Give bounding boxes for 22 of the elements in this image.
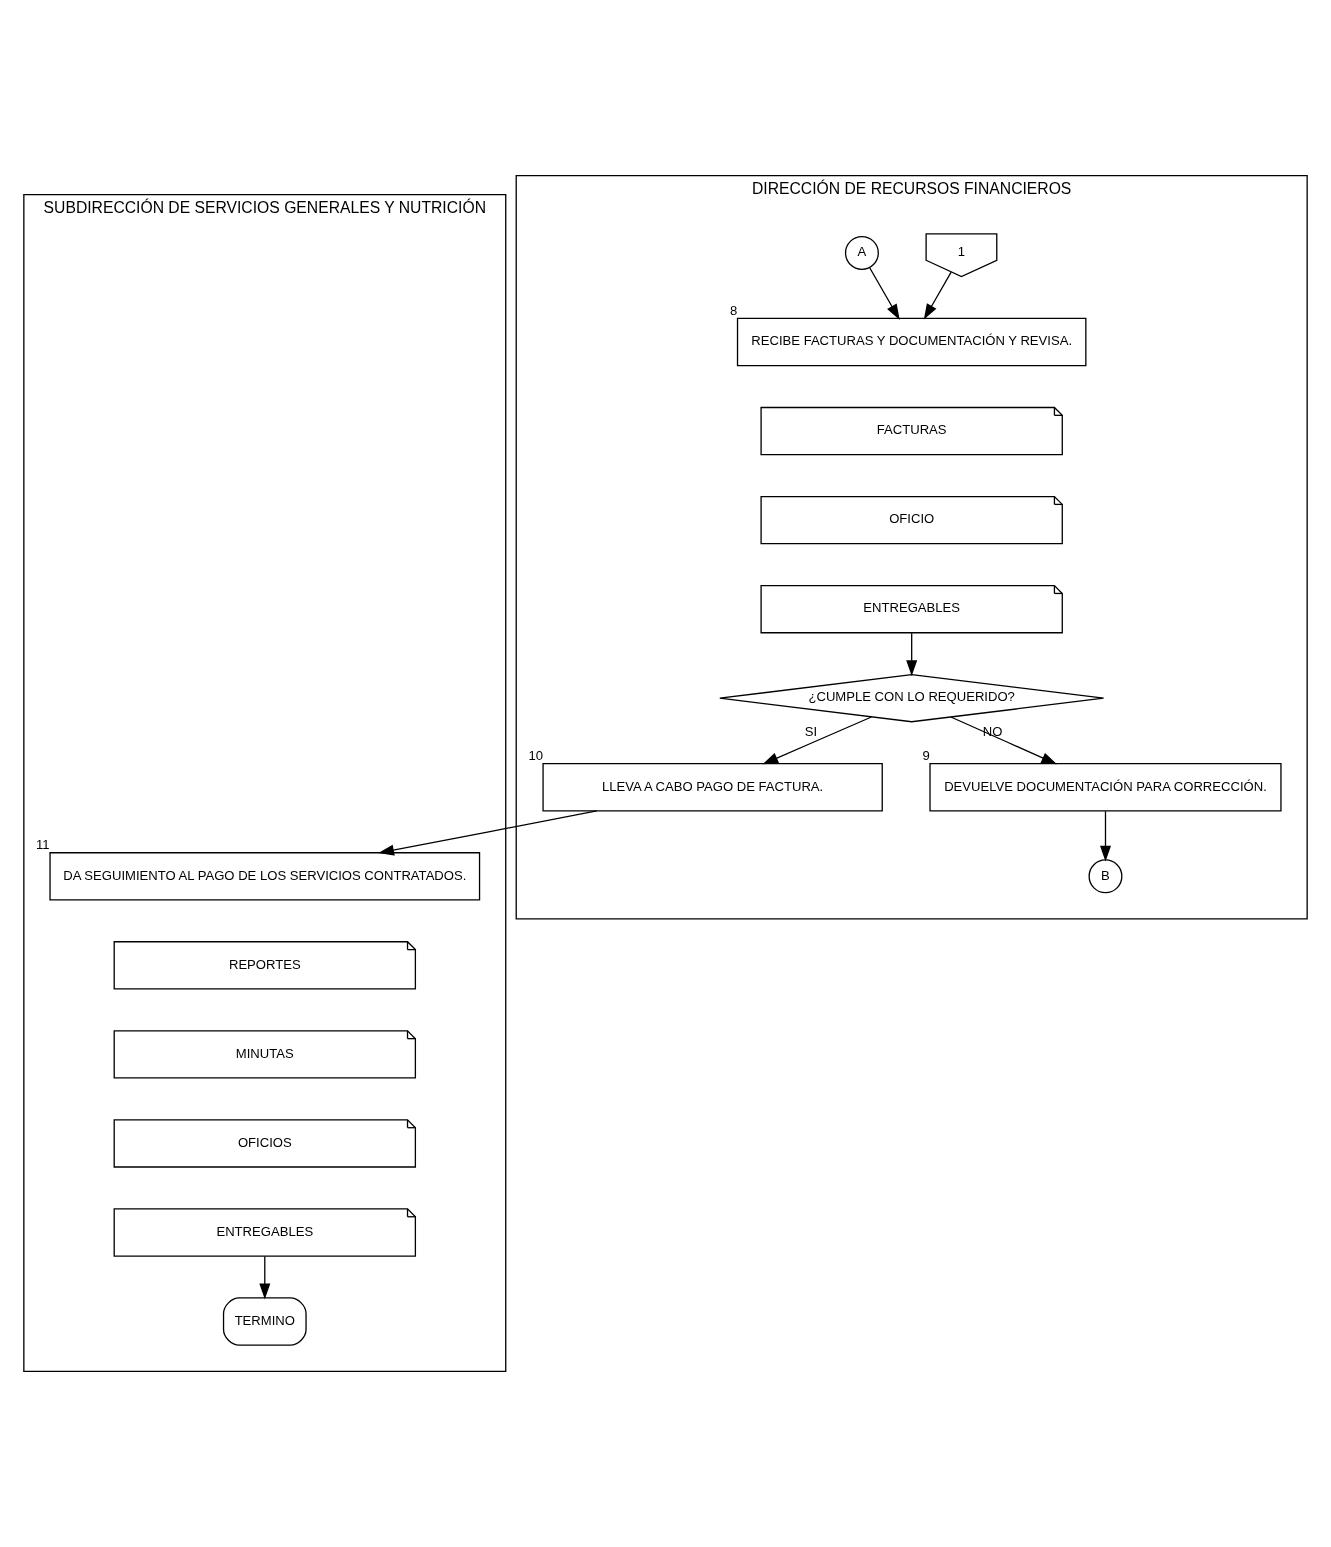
- node-box: LLEVA A CABO PAGO DE FACTURA.: [542, 763, 883, 812]
- node-label: 8: [729, 302, 738, 318]
- node-diamond: ¿CUMPLE CON LO REQUERIDO?: [719, 673, 1105, 723]
- arrow: [762, 716, 873, 765]
- node-box: RECIBE FACTURAS Y DOCUMENTACIÓN Y REVISA.: [736, 317, 1087, 367]
- arrow: [923, 271, 952, 320]
- arrow: [869, 267, 900, 320]
- arrow: [259, 1255, 271, 1300]
- arrow: [378, 810, 598, 856]
- node-circle: A: [844, 235, 879, 270]
- node-label: 9: [922, 747, 930, 763]
- node-box: DEVUELVE DOCUMENTACIÓN PARA CORRECCIÓN.: [929, 763, 1282, 812]
- node-box: TERMINO: [222, 1297, 307, 1346]
- edge-label: SI: [804, 724, 818, 740]
- arrow: [906, 632, 918, 677]
- node-box: DA SEGUIMIENTO AL PAGO DE LOS SERVICIOS CONTRATADOS.: [49, 852, 481, 901]
- node-circle: B: [1088, 859, 1123, 894]
- edge-label: NO: [982, 724, 1003, 740]
- arrow: [950, 716, 1058, 765]
- node-label: 10: [528, 747, 544, 763]
- arrow: [1100, 810, 1111, 862]
- node-label: 11: [36, 836, 50, 852]
